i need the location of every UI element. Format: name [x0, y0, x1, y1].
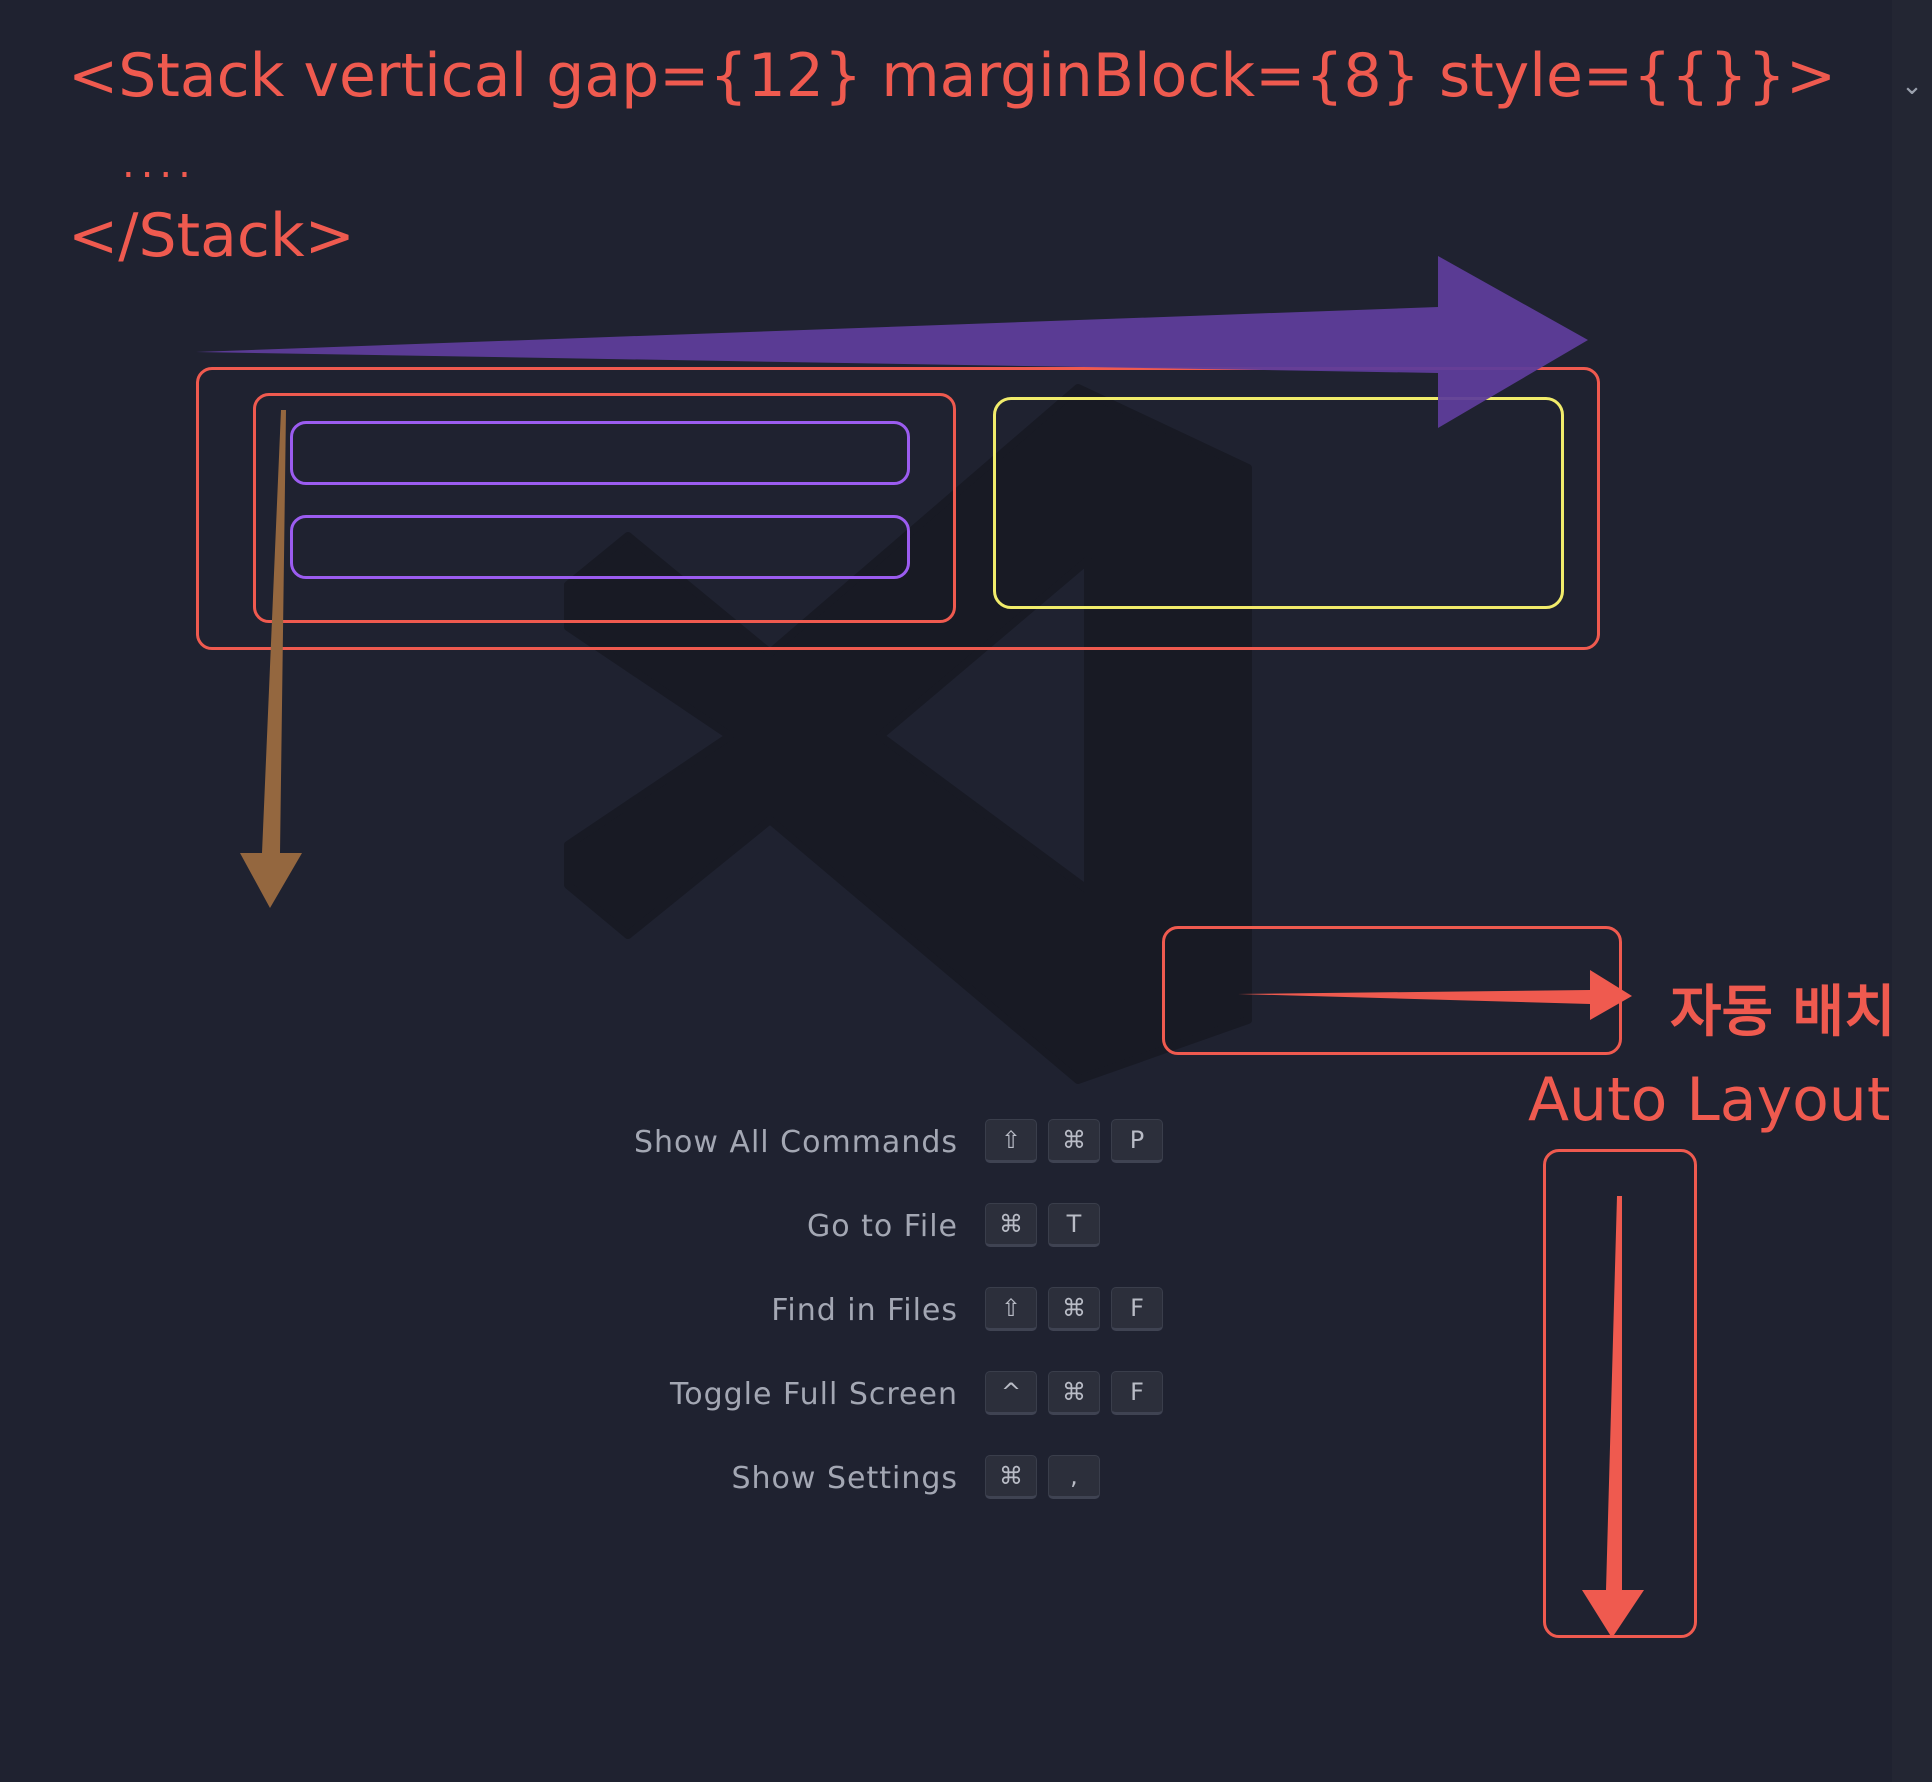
- code-ellipsis: ....: [122, 141, 197, 187]
- horizontal-arrow-icon: [196, 256, 1588, 428]
- left-stack-frame: [253, 393, 956, 623]
- letter-key: F: [1111, 1287, 1163, 1331]
- stack-item-frame: [290, 515, 910, 579]
- command-key: ⌘: [985, 1455, 1037, 1499]
- letter-key: F: [1111, 1371, 1163, 1415]
- shortcut-keys: ⇧ ⌘ F: [985, 1287, 1163, 1331]
- scrollbar[interactable]: [1892, 0, 1932, 1782]
- command-key: ⌘: [1048, 1119, 1100, 1163]
- chevron-down-icon[interactable]: ⌄: [1901, 71, 1923, 101]
- outer-stack-frame: [196, 367, 1600, 650]
- command-label: Go to File: [807, 1209, 958, 1244]
- auto-layout-label-english: Auto Layout: [1528, 1065, 1891, 1135]
- command-row-find-in-files[interactable]: Find in Files ⇧ ⌘ F: [0, 1287, 1932, 1335]
- command-row-show-all-commands[interactable]: Show All Commands ⇧ ⌘ P: [0, 1119, 1932, 1167]
- letter-key: T: [1048, 1203, 1100, 1247]
- command-label: Toggle Full Screen: [670, 1377, 958, 1412]
- shortcut-keys: ⌘ T: [985, 1203, 1100, 1247]
- code-open-tag: <Stack vertical gap={12} marginBlock={8}…: [68, 41, 1837, 111]
- shortcut-keys: ⇧ ⌘ P: [985, 1119, 1163, 1163]
- command-key: ⌘: [985, 1203, 1037, 1247]
- control-key: ^: [985, 1371, 1037, 1415]
- command-row-show-settings[interactable]: Show Settings ⌘ ,: [0, 1455, 1932, 1503]
- stack-item-frame: [290, 421, 910, 485]
- small-vertical-arrow-icon: [1582, 1196, 1644, 1638]
- shift-key: ⇧: [985, 1119, 1037, 1163]
- command-row-go-to-file[interactable]: Go to File ⌘ T: [0, 1203, 1932, 1251]
- vertical-arrow-icon: [240, 410, 302, 908]
- shortcut-keys: ^ ⌘ F: [985, 1371, 1163, 1415]
- letter-key: P: [1111, 1119, 1163, 1163]
- small-horizontal-arrow-icon: [1238, 970, 1632, 1020]
- right-content-frame: [993, 397, 1564, 609]
- command-row-toggle-full-screen[interactable]: Toggle Full Screen ^ ⌘ F: [0, 1371, 1932, 1419]
- command-key: ⌘: [1048, 1371, 1100, 1415]
- command-label: Find in Files: [771, 1293, 958, 1328]
- auto-layout-vertical-frame: [1543, 1149, 1697, 1638]
- command-label: Show Settings: [731, 1461, 958, 1496]
- comma-key: ,: [1048, 1455, 1100, 1499]
- shortcut-keys: ⌘ ,: [985, 1455, 1100, 1499]
- command-label: Show All Commands: [633, 1125, 958, 1160]
- code-close-tag: </Stack>: [68, 201, 355, 271]
- shift-key: ⇧: [985, 1287, 1037, 1331]
- auto-layout-label-korean: 자동 배치: [1670, 980, 1896, 1045]
- command-key: ⌘: [1048, 1287, 1100, 1331]
